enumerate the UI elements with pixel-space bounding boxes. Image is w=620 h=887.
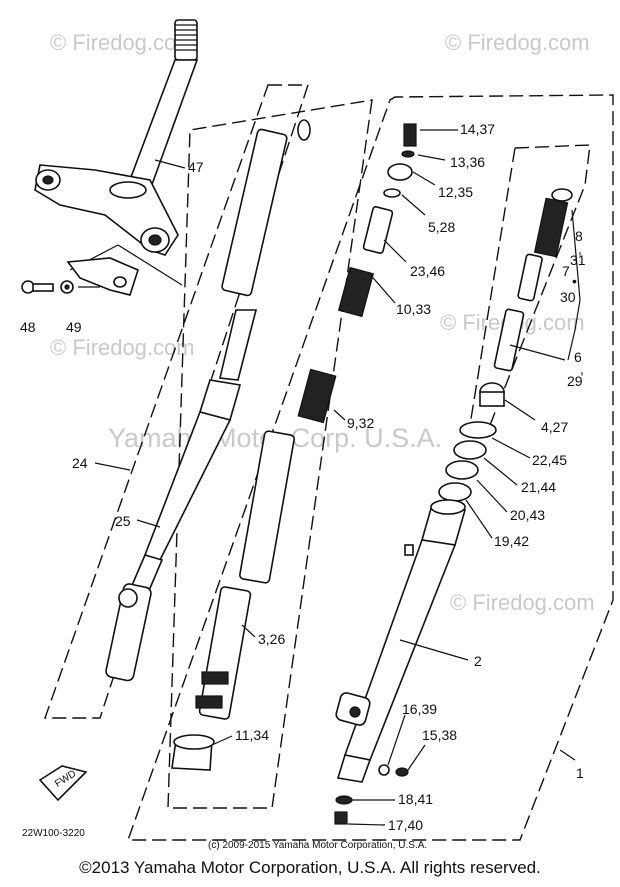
callout-18-41: 18,41 [398, 791, 433, 807]
bolt-17-40 [334, 811, 386, 826]
spring-9-32 [297, 368, 337, 424]
callout-13-36: 13,36 [450, 154, 485, 170]
handlebar-holder [66, 257, 139, 296]
gasket-18-41 [335, 795, 395, 805]
callout-5-28: 5,28 [428, 219, 455, 235]
callout-11-34: 11,34 [235, 727, 269, 743]
callout-2: 2 [474, 653, 482, 669]
drawing-code: 22W100-3220 [22, 828, 85, 839]
watermark-site: © Firedog.com [445, 30, 590, 55]
callout-24: 24 [72, 455, 88, 471]
callout-23-46: 23,46 [410, 263, 445, 279]
oil-lock-piece-11-34 [171, 734, 215, 771]
inner-tube-group [105, 119, 311, 682]
damper-rod-3-26 [195, 430, 295, 720]
washer-49 [60, 280, 74, 294]
callout-3-26: 3,26 [258, 631, 285, 647]
callout-22-45: 22,45 [532, 452, 567, 468]
callout-7: 7 [562, 263, 570, 279]
callout-20-43: 20,43 [510, 507, 545, 523]
watermark-site: © Firedog.com [50, 30, 195, 55]
oil-seal-rings [438, 421, 531, 539]
callout-21-44: 21,44 [521, 479, 556, 495]
callout-49: 49 [66, 319, 82, 335]
callout-16-39: 16,39 [402, 701, 437, 717]
group-box-fork-assembly [127, 94, 614, 841]
collar-23-46 [362, 206, 394, 254]
callout-30: 30 [560, 289, 576, 305]
callout-10-33: 10,33 [396, 301, 431, 317]
callout-29: 29 [567, 373, 583, 389]
group-box-damper [469, 144, 591, 426]
spring-10-33 [337, 266, 375, 318]
callout-19-42: 19,42 [494, 533, 529, 549]
callout-6: 6 [574, 349, 582, 365]
callout-9-32: 9,32 [347, 415, 374, 431]
o-ring-5-28 [383, 188, 426, 216]
outer-tube-2 [335, 499, 469, 783]
callout-14-37: 14,37 [460, 121, 495, 137]
callout-4-27: 4,27 [541, 419, 568, 435]
washer-13-36 [401, 150, 446, 161]
steering-stem-47 [34, 19, 199, 286]
bolt-14-37 [403, 123, 458, 147]
callout-8-comma: , [578, 241, 582, 257]
bolt-48 [21, 280, 54, 294]
callout-15-38: 15,38 [422, 727, 457, 743]
watermark-site: © Firedog.com [450, 590, 595, 615]
drain-screw-15-38 [395, 744, 426, 777]
callout-31: 31 [570, 252, 586, 268]
inner-copyright: (c) 2009-2015 Yamaha Motor Corporation, … [208, 840, 427, 851]
watermark-site: © Firedog.com [50, 335, 195, 360]
cap-12-35 [387, 163, 436, 186]
callout-25: 25 [115, 513, 131, 529]
callout-17-40: 17,40 [388, 817, 423, 833]
seal-4-27 [479, 382, 536, 421]
damper-inner [493, 188, 581, 372]
footer-copyright: ©2013 Yamaha Motor Corporation, U.S.A. A… [79, 858, 541, 877]
group-outlines [44, 84, 614, 841]
fwd-arrow-icon: FWD [38, 765, 88, 802]
callout-12-35: 12,35 [438, 184, 473, 200]
group-box-inner-tube [44, 84, 309, 719]
callout-47: 47 [188, 159, 204, 175]
callout-6-comma: , [580, 361, 584, 377]
callout-7-dot: • [572, 273, 577, 289]
washer-16-39 [378, 714, 406, 776]
callout-8: 8 [575, 228, 583, 244]
callout-48: 48 [20, 319, 36, 335]
callout-1: 1 [576, 765, 584, 781]
callout-labels: 47 48 49 24 25 14,37 13,36 12,35 5,28 23… [20, 121, 586, 833]
